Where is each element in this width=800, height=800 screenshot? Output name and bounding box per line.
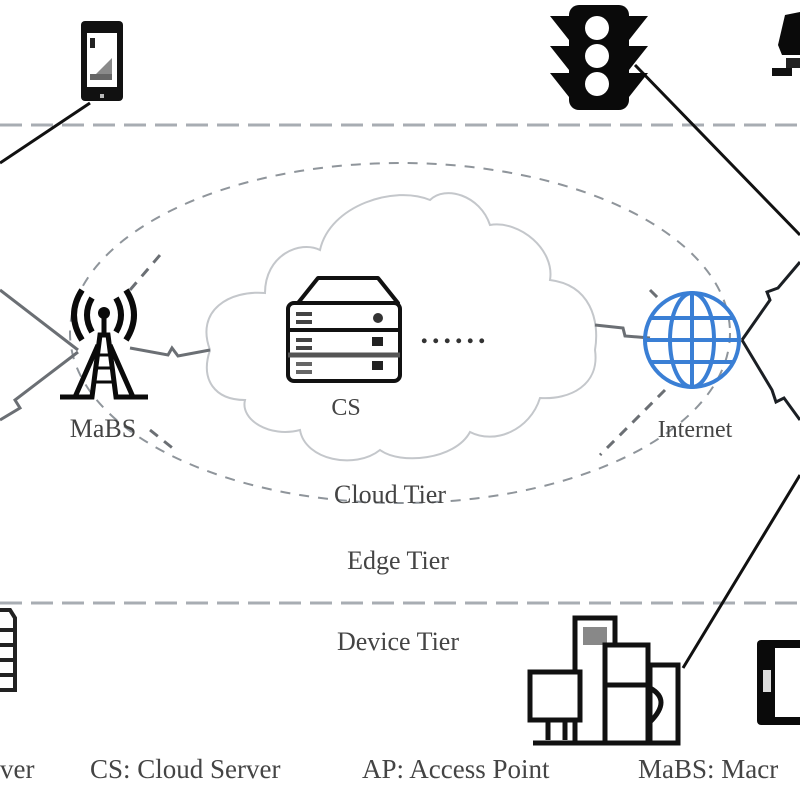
links-internet-right	[740, 261, 800, 421]
tablet-icon	[757, 640, 800, 725]
link-desktop-right	[681, 474, 800, 669]
cloud-tier-boundary	[69, 162, 731, 504]
smartphone-icon	[81, 21, 123, 101]
legend-item-router: ver	[0, 754, 34, 784]
legend-item-cloud-server: CS: Cloud Server	[90, 754, 281, 784]
link-mabs-to-cloud	[129, 345, 211, 358]
desktop-computers-icon	[527, 615, 681, 746]
link-internet-upper	[648, 288, 662, 302]
partial-router-icon	[0, 608, 17, 692]
device-tier-label: Device Tier	[337, 627, 459, 656]
link-trafficlight-right	[633, 63, 800, 237]
server-rack-icon	[286, 276, 402, 383]
link-cloud-to-internet	[594, 323, 651, 340]
cloud-tier-label: Cloud Tier	[334, 480, 446, 509]
cs-label: CS	[331, 395, 360, 421]
partial-device-icon	[772, 12, 800, 76]
legend-item-macro-base-station: MaBS: Macr	[638, 754, 778, 784]
globe-icon	[643, 291, 741, 389]
server-ellipsis: ......	[421, 317, 490, 350]
internet-label: Internet	[658, 417, 733, 443]
link-mabs-to-edge-lower	[149, 428, 176, 452]
link-phone-left	[0, 101, 91, 165]
cell-tower-icon	[60, 288, 148, 400]
traffic-light-icon	[550, 5, 648, 110]
link-mabs-to-edge-upper	[128, 254, 162, 291]
link-internet-lower	[598, 388, 667, 457]
mabs-label: MaBS	[70, 414, 136, 443]
links-gray	[0, 254, 667, 457]
links	[0, 63, 800, 669]
edge-tier-label: Edge Tier	[347, 546, 449, 575]
legend-item-access-point: AP: Access Point	[362, 754, 550, 784]
link-left-to-mabs-lower	[0, 350, 79, 422]
link-left-to-mabs-upper	[0, 288, 79, 352]
